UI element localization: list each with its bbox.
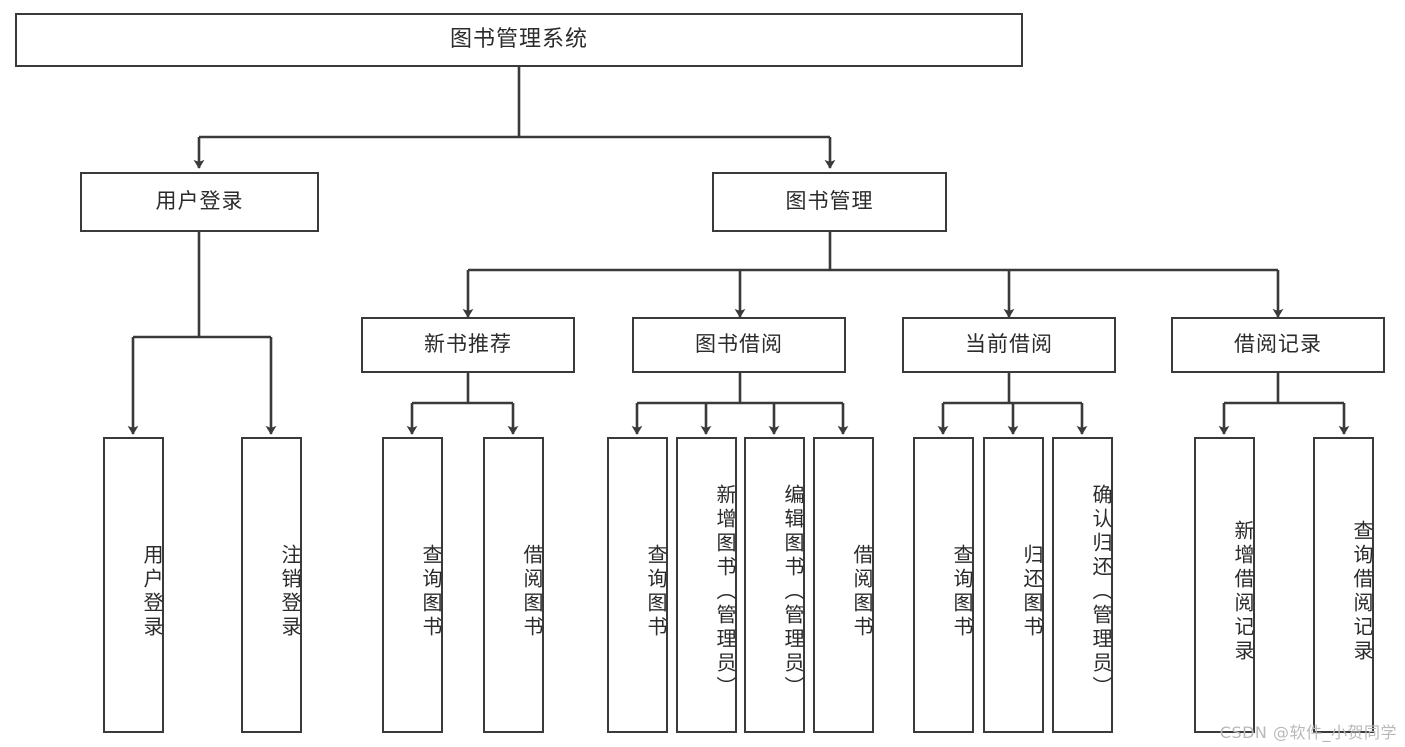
node-leaf-user-login-label: 用户登录 [140, 544, 164, 640]
node-leaf-user-login[interactable]: 用户登录 [103, 437, 164, 733]
node-leaf-add-book[interactable]: 新增图书（管理员） [676, 437, 737, 733]
node-leaf-add-book-label: 新增图书（管理员） [713, 484, 737, 700]
node-leaf-cur-query[interactable]: 查询图书 [913, 437, 974, 733]
node-new-book-rec[interactable]: 新书推荐 [361, 317, 575, 373]
node-leaf-rec-query[interactable]: 查询图书 [382, 437, 443, 733]
node-leaf-rec-query-label: 查询图书 [419, 544, 443, 640]
node-user-login[interactable]: 用户登录 [80, 172, 319, 232]
node-leaf-edit-book-label: 编辑图书（管理员） [781, 484, 805, 700]
node-leaf-rec-borrow-label: 借阅图书 [520, 544, 544, 640]
node-current-borrow-label: 当前借阅 [965, 332, 1053, 357]
node-leaf-query-record-label: 查询借阅记录 [1350, 520, 1374, 664]
node-root[interactable]: 图书管理系统 [15, 13, 1023, 67]
node-leaf-borrow-query[interactable]: 查询图书 [607, 437, 668, 733]
node-leaf-cur-query-label: 查询图书 [950, 544, 974, 640]
node-leaf-add-record[interactable]: 新增借阅记录 [1194, 437, 1255, 733]
node-current-borrow[interactable]: 当前借阅 [902, 317, 1116, 373]
node-book-borrow[interactable]: 图书借阅 [632, 317, 846, 373]
node-leaf-add-record-label: 新增借阅记录 [1231, 520, 1255, 664]
node-leaf-borrow-book-label: 借阅图书 [850, 544, 874, 640]
node-leaf-return-book[interactable]: 归还图书 [983, 437, 1044, 733]
node-root-label: 图书管理系统 [449, 26, 588, 52]
node-leaf-borrow-query-label: 查询图书 [644, 544, 668, 640]
node-book-manage-label: 图书管理 [785, 189, 874, 214]
node-leaf-return-book-label: 归还图书 [1020, 544, 1044, 640]
node-leaf-rec-borrow[interactable]: 借阅图书 [483, 437, 544, 733]
node-borrow-record-label: 借阅记录 [1234, 332, 1322, 357]
node-book-borrow-label: 图书借阅 [695, 332, 783, 357]
node-leaf-logout[interactable]: 注销登录 [241, 437, 302, 733]
node-book-manage[interactable]: 图书管理 [712, 172, 947, 232]
node-leaf-query-record[interactable]: 查询借阅记录 [1313, 437, 1374, 733]
node-borrow-record[interactable]: 借阅记录 [1171, 317, 1385, 373]
node-leaf-edit-book[interactable]: 编辑图书（管理员） [744, 437, 805, 733]
watermark-text: CSDN @软件_小贺同学 [1219, 723, 1397, 742]
node-user-login-label: 用户登录 [155, 189, 244, 214]
node-leaf-confirm-return-label: 确认归还（管理员） [1089, 484, 1113, 700]
node-leaf-confirm-return[interactable]: 确认归还（管理员） [1052, 437, 1113, 733]
node-leaf-logout-label: 注销登录 [278, 544, 302, 640]
node-leaf-borrow-book[interactable]: 借阅图书 [813, 437, 874, 733]
node-new-book-rec-label: 新书推荐 [424, 332, 512, 357]
